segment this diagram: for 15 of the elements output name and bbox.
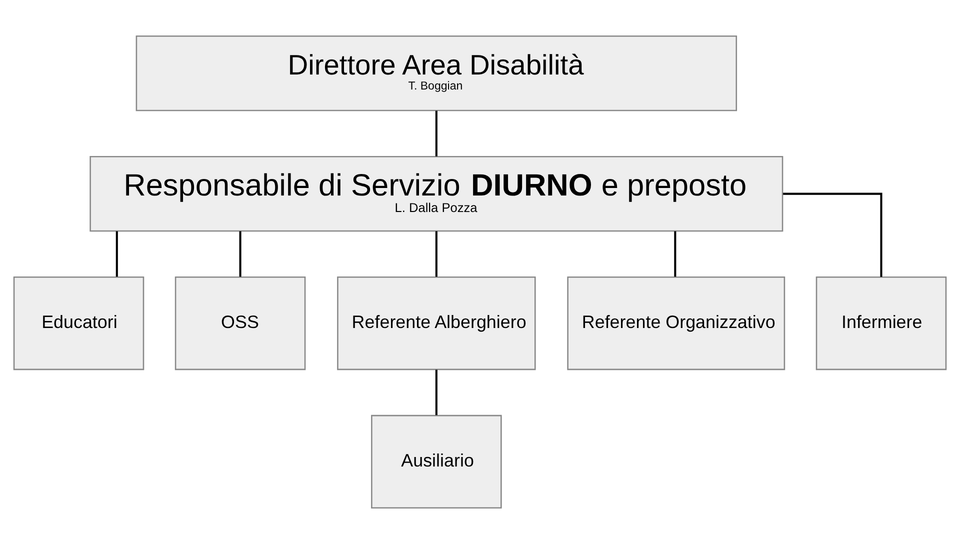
connector (116, 230, 118, 276)
connector (674, 230, 676, 276)
node-box: Educatori (13, 276, 144, 370)
node-box: Referente Alberghiero (337, 276, 536, 370)
node-box: OSS (174, 276, 306, 370)
node-box: Referente Organizzativo (567, 276, 786, 370)
connector (435, 369, 438, 415)
node-box: Infermiere (816, 276, 947, 370)
connector (435, 110, 438, 156)
node-box: Direttore Area Disabilità T. Boggian (136, 35, 738, 111)
connector (783, 192, 882, 276)
node-box: Responsabile di Servizio DIURNO e preposto L. Dalla Pozza (90, 156, 784, 232)
connector (435, 230, 438, 276)
node-box: Ausiliario (371, 414, 502, 508)
connector (239, 230, 242, 276)
